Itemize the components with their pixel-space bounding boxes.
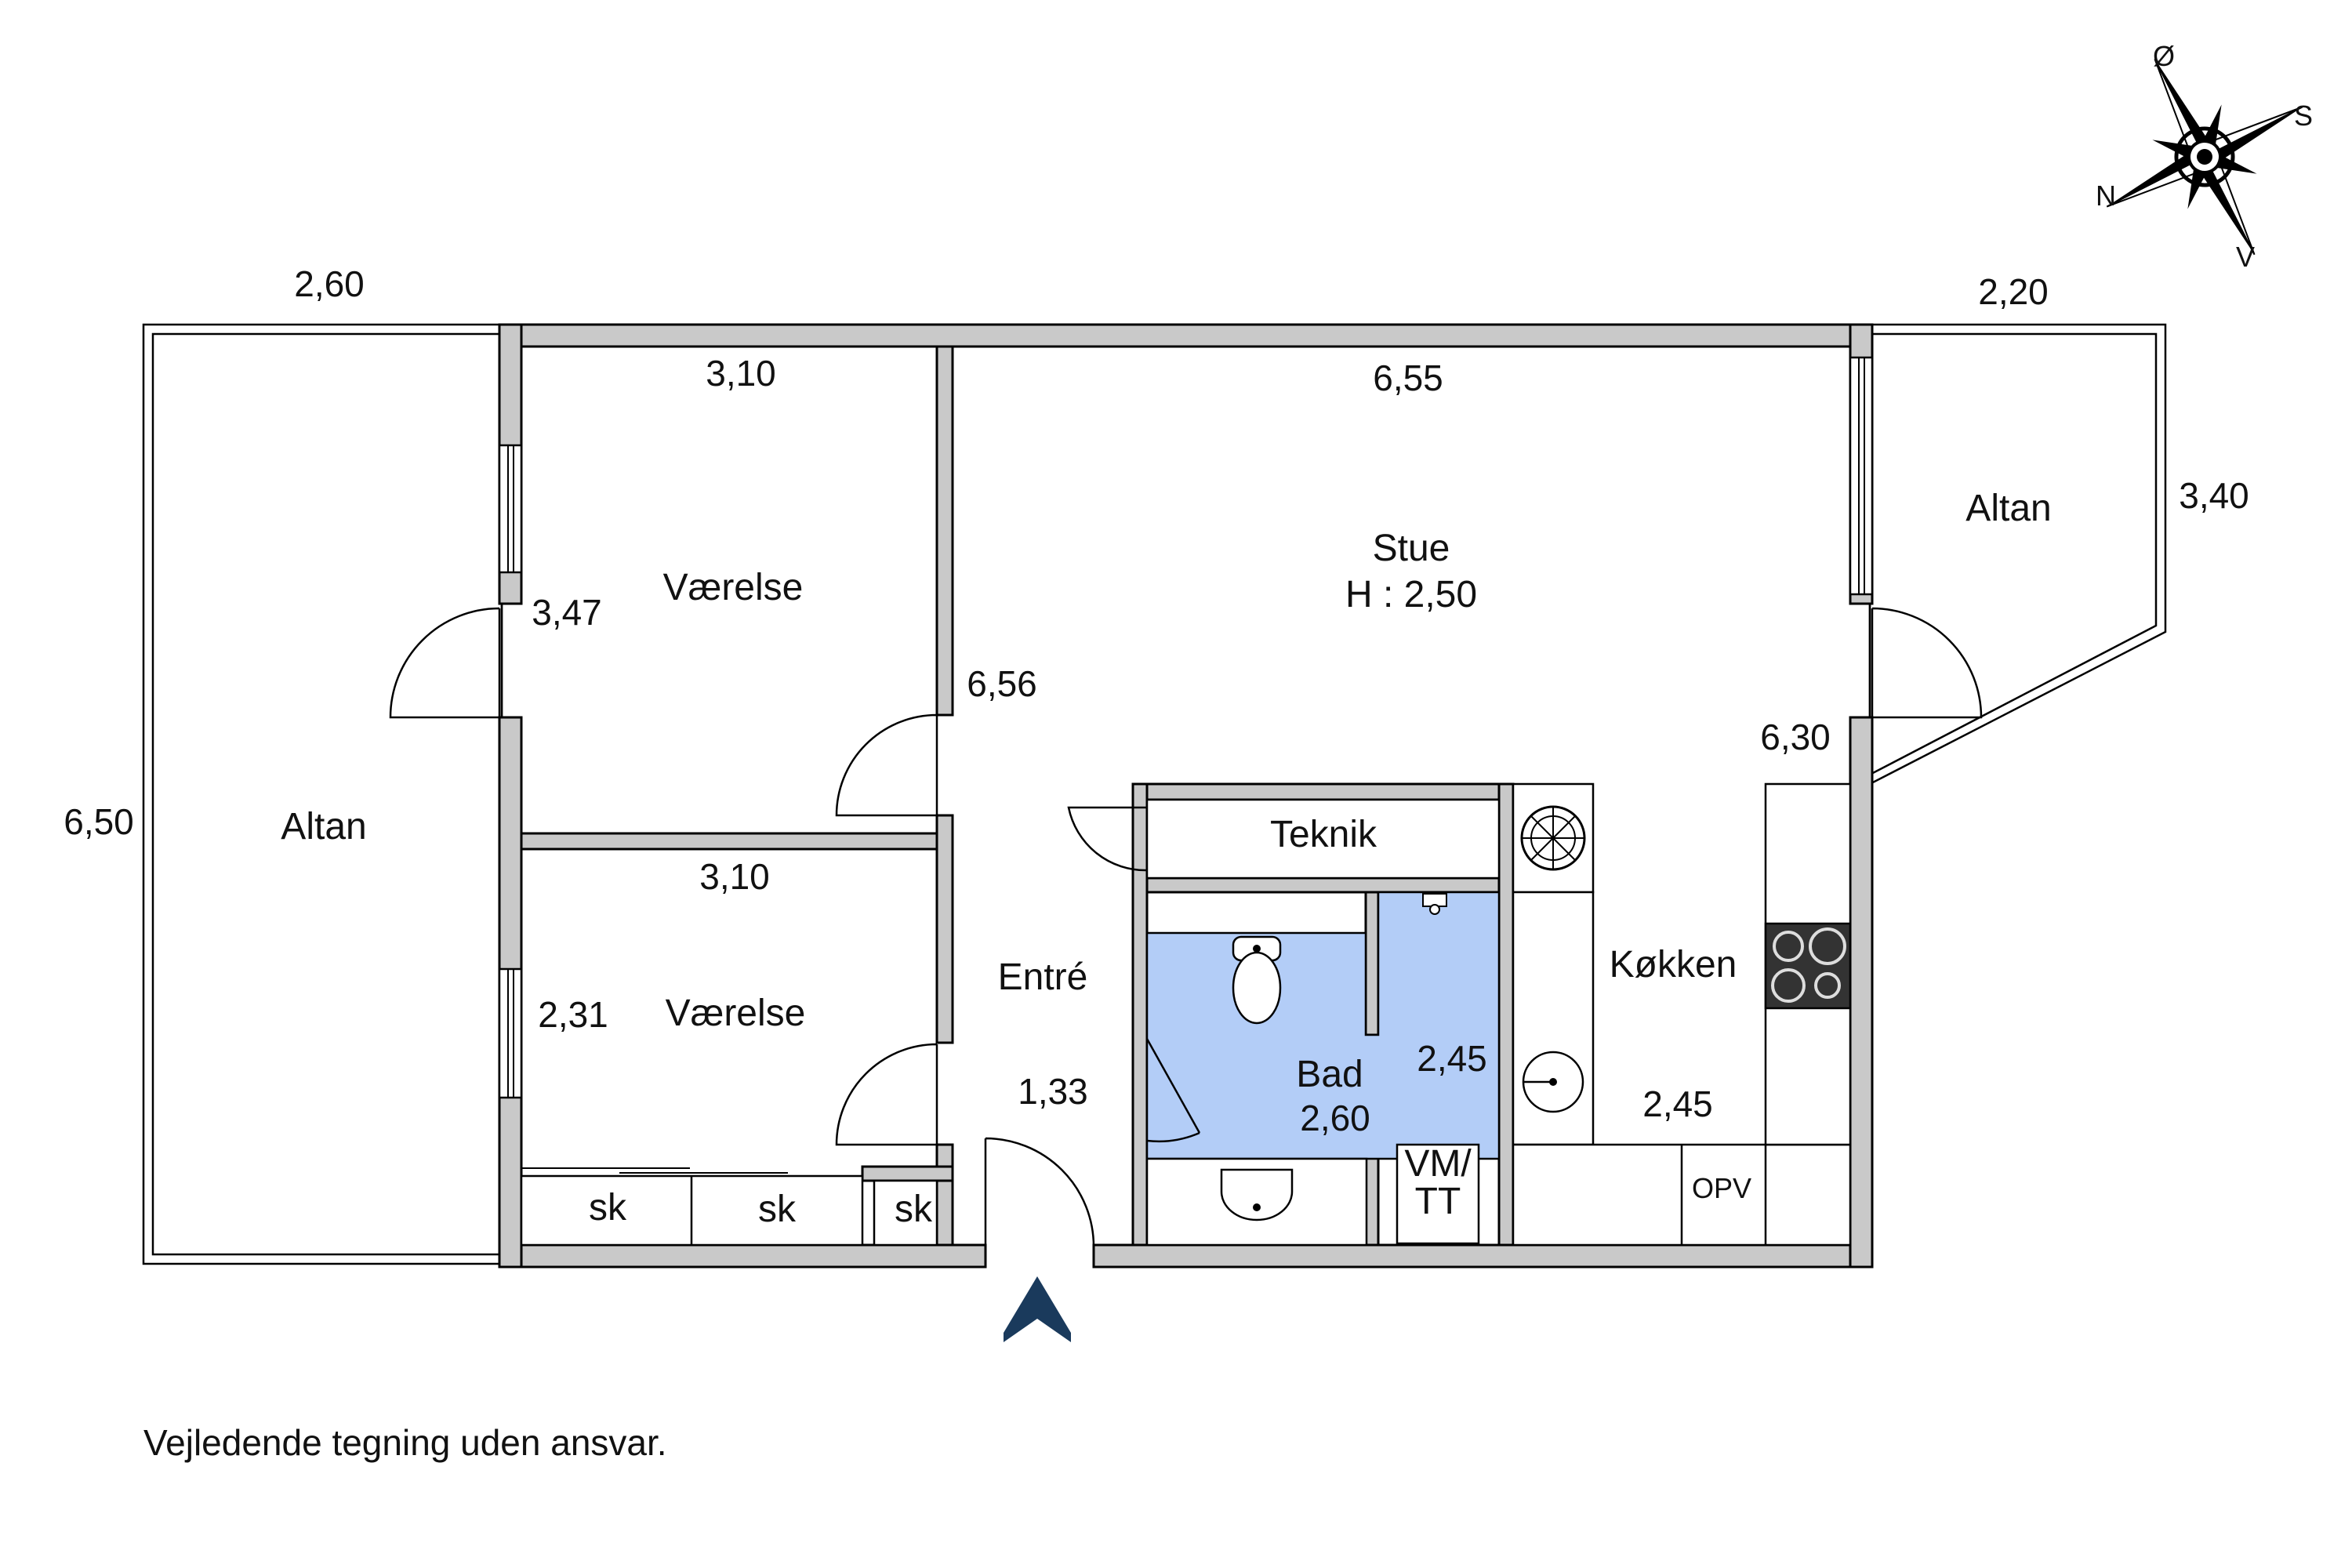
compass-label-v: V	[2236, 241, 2255, 273]
closet-label-2: sk	[758, 1189, 797, 1230]
room-label-koekken: Køkken	[1610, 944, 1737, 985]
altan-right	[1868, 323, 2167, 786]
sink-icon	[1145, 1157, 1368, 1247]
sink-icon	[1522, 1051, 1584, 1113]
disclaimer-text: Vejledende tegning uden ansvar.	[143, 1422, 667, 1463]
dim-altan-right-depth: 3,40	[2179, 475, 2249, 516]
vm-tt-box	[1396, 1143, 1480, 1245]
teknik-box	[1145, 798, 1501, 880]
compass-label-n: N	[2096, 180, 2116, 212]
room-label-altan-left: Altan	[281, 806, 366, 848]
room-label-altan-right: Altan	[1965, 488, 2051, 529]
dim-vaerelse-2-depth: 2,31	[538, 994, 608, 1035]
closet-label-3: sk	[895, 1189, 933, 1230]
windows	[498, 356, 1874, 1099]
labels: Ø S N V Værelse Værelse Stue H : 2,50 Al…	[64, 40, 2313, 1463]
dim-entre-width: 1,33	[1018, 1071, 1088, 1112]
extractor-fan-icon	[1520, 805, 1586, 871]
room-label-vaerelse-1: Værelse	[663, 567, 804, 608]
dim-vaerelse-2-width: 3,10	[699, 856, 770, 897]
room-height-stue: H : 2,50	[1345, 574, 1477, 615]
dim-altan-right-width: 2,20	[1978, 271, 2049, 312]
dim-stue-depth-left: 6,56	[967, 663, 1037, 704]
cooktop-icon	[1764, 922, 1852, 1010]
vm-tt-label-1: VM/	[1404, 1143, 1472, 1185]
dim-stue-width: 6,55	[1373, 358, 1443, 398]
dim-altan-left-height: 6,50	[64, 801, 134, 842]
doors	[389, 607, 1983, 1267]
room-label-stue: Stue	[1373, 528, 1450, 569]
room-label-bad: Bad	[1296, 1054, 1363, 1095]
altan-left	[142, 323, 503, 1265]
compass-rose-icon	[2106, 58, 2303, 256]
dim-stue-depth-right: 6,30	[1760, 717, 1831, 757]
entrance-arrow-icon	[1004, 1276, 1071, 1342]
dim-vaerelse-1-width: 3,10	[706, 353, 776, 394]
dim-vaerelse-1-depth: 3,47	[532, 592, 602, 633]
dim-altan-left-width: 2,60	[294, 263, 365, 304]
dim-bad-width: 2,45	[1417, 1038, 1487, 1079]
room-label-entre: Entré	[998, 956, 1088, 998]
bathroom	[1145, 891, 1501, 1247]
room-label-vaerelse-2: Værelse	[666, 993, 806, 1034]
compass-label-s: S	[2294, 100, 2313, 132]
dim-koekken-width: 2,45	[1642, 1083, 1713, 1124]
vm-tt-label-2: TT	[1415, 1181, 1461, 1222]
toilet-icon	[1232, 935, 1282, 1025]
closet-label-1: sk	[589, 1187, 627, 1229]
closets	[520, 1167, 938, 1247]
opv-label: OPV	[1692, 1172, 1751, 1204]
kitchen	[1512, 782, 1852, 1247]
shower-faucet-icon	[1422, 893, 1447, 915]
compass-label-o: Ø	[2153, 40, 2175, 72]
room-label-teknik: Teknik	[1270, 814, 1377, 855]
dim-bad-depth: 2,60	[1300, 1098, 1370, 1138]
